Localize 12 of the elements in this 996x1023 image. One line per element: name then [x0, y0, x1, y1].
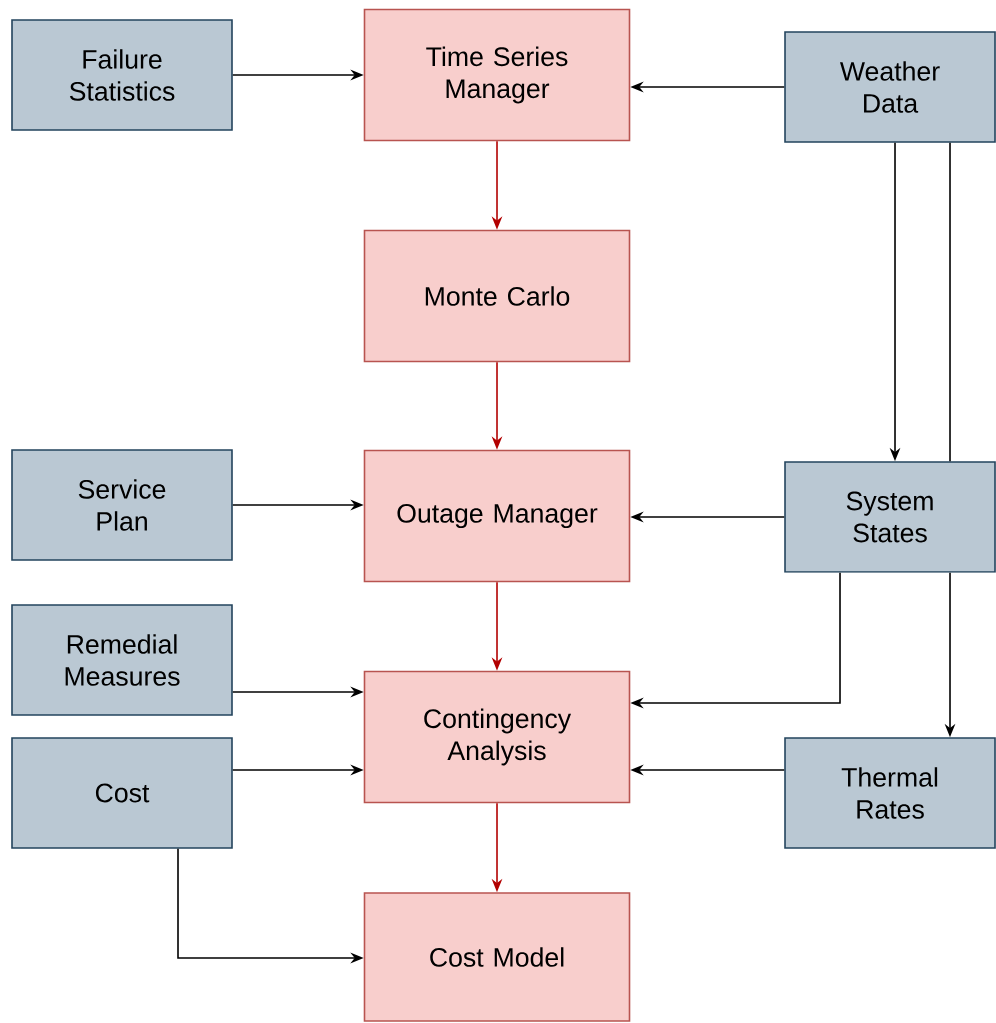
process-box: Monte Carlo	[363, 229, 631, 363]
input-box: Remedial Measures	[11, 604, 233, 716]
process-box: Contingency Analysis	[363, 670, 631, 804]
process-box: Outage Manager	[363, 449, 631, 583]
input-box: System States	[784, 461, 996, 573]
input-box: Thermal Rates	[784, 737, 996, 849]
input-box: Cost	[11, 737, 233, 849]
input-box: Failure Statistics	[11, 19, 233, 131]
process-box: Cost Model	[363, 892, 631, 1022]
process-box: Time Series Manager	[363, 8, 631, 142]
input-box: Weather Data	[784, 31, 996, 143]
input-box: Service Plan	[11, 449, 233, 561]
